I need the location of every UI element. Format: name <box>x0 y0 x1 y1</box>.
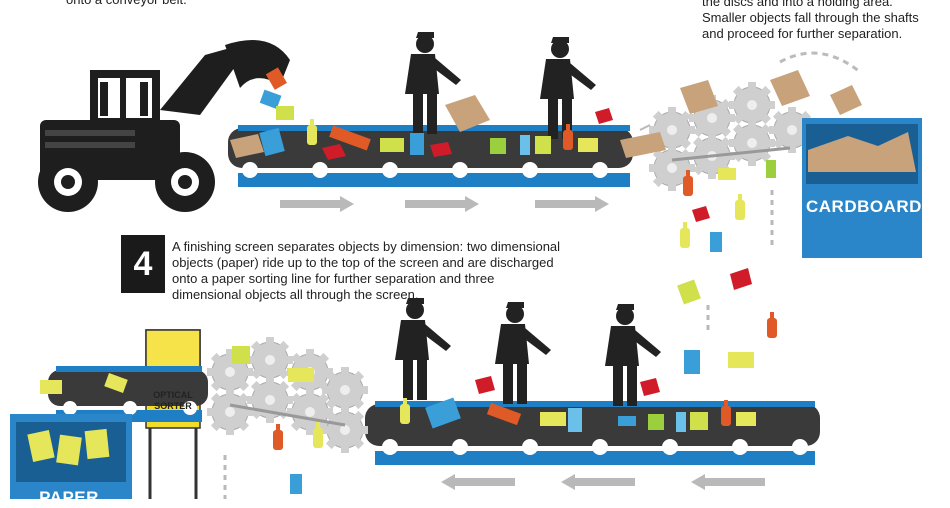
step-line-2: objects (paper) ride up to the top of th… <box>172 255 554 270</box>
intro-text-fragment: onto a conveyor belt. <box>66 0 187 8</box>
step-line-4: dimensional objects all through the scre… <box>172 287 419 302</box>
worker-icon <box>495 302 551 404</box>
gear-screen-icon <box>206 336 369 494</box>
bin-icon <box>802 118 922 258</box>
optical-sorter-line-2: SORTER <box>154 401 192 411</box>
step-description: A finishing screen separates objects by … <box>172 239 622 303</box>
screen-line-2: Smaller objects fall through the shafts <box>702 10 919 25</box>
upper-belt-items <box>230 67 613 160</box>
step-number-badge: 4 <box>121 235 165 293</box>
upper-output-arrows <box>639 124 651 131</box>
worker-icon <box>395 298 451 400</box>
optical-sorter-label: OPTICAL SORTER <box>146 390 200 412</box>
screen-line-1: the discs and into a holding area. <box>702 0 893 9</box>
screen-line-3: and proceed for further separation. <box>702 26 903 41</box>
falling-arrows <box>223 190 774 499</box>
cardboard-bin-label: CARDBOARD <box>806 197 922 216</box>
lower-belt-items <box>400 376 756 432</box>
falling-items <box>677 160 777 374</box>
front-loader-icon <box>38 40 290 212</box>
worker-icon <box>405 32 461 134</box>
screen-description: the discs and into a holding area. Small… <box>702 0 947 42</box>
gear-screen-icon <box>620 51 862 192</box>
upper-flow-arrows <box>280 196 609 212</box>
worker-icon <box>540 37 596 139</box>
optical-sorter-line-1: OPTICAL <box>153 390 193 400</box>
bin-icon <box>10 414 132 499</box>
step-line-1: A finishing screen separates objects by … <box>172 239 561 254</box>
paper-bin-label: PAPER <box>39 488 99 507</box>
step-line-3: onto a paper sorting line for further se… <box>172 271 495 286</box>
lower-flow-arrows <box>441 474 765 490</box>
